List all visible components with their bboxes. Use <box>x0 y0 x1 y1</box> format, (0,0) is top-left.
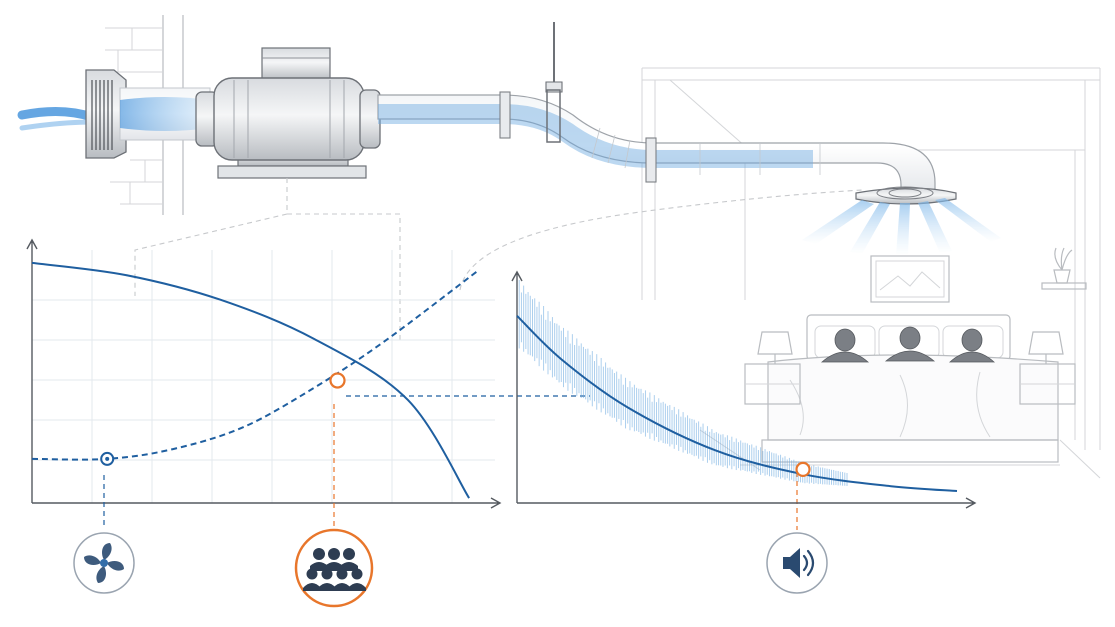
people-group-icon <box>303 548 366 591</box>
chart1-grid <box>32 250 495 503</box>
picture-frame <box>870 255 950 303</box>
noise-badge <box>766 532 828 594</box>
bed <box>761 314 1059 463</box>
fan-system-chart <box>26 238 502 509</box>
fan-curve <box>31 261 470 499</box>
ceiling-diffuser <box>802 186 1001 255</box>
duct-ribs <box>591 127 821 175</box>
connector-guides <box>134 178 863 340</box>
speaker-icon <box>783 548 815 578</box>
noise-chart <box>511 270 977 509</box>
inline-duct-fan <box>195 47 381 179</box>
duct-hanger <box>545 22 563 143</box>
operating-projections <box>103 395 798 530</box>
chart1-y-axis <box>26 238 38 503</box>
intake-duct <box>119 87 211 141</box>
diffuser-airflow <box>802 198 1001 255</box>
noise-operating-point <box>795 461 811 477</box>
sleeper-heads <box>820 326 996 363</box>
occupants-badge <box>294 528 374 608</box>
noise-curve <box>516 315 958 492</box>
operating-point-marker <box>329 372 346 389</box>
fan-icon <box>84 543 124 583</box>
wall-shelf-plant <box>1041 247 1087 290</box>
fan-badge <box>73 532 135 594</box>
chart2-x-axis <box>517 497 977 509</box>
chart1-x-axis <box>32 497 502 509</box>
noise-spectrum-band <box>516 279 848 486</box>
intake-louvre-grille <box>85 69 127 159</box>
supply-duct <box>377 91 936 198</box>
system-curve <box>31 269 480 461</box>
chart2-y-axis <box>511 270 523 503</box>
nightstand-right <box>1019 331 1076 405</box>
nightstand-left <box>744 331 801 405</box>
low-flow-marker-dot <box>105 456 110 461</box>
